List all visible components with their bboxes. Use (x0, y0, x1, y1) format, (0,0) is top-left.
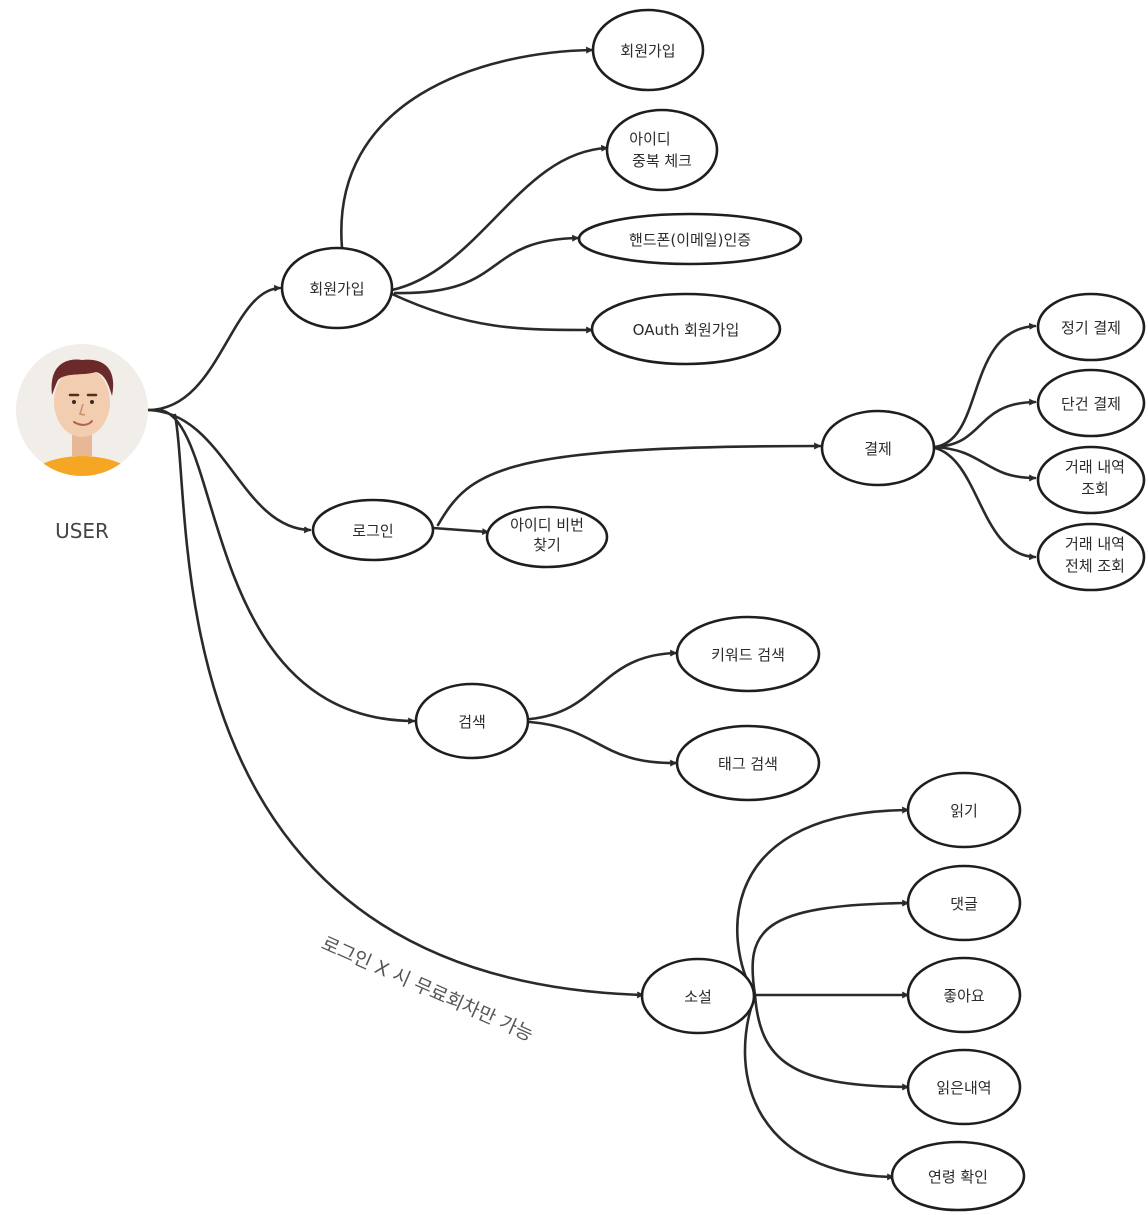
edge-pay-regular (933, 322, 1037, 449)
node-find-label-2: 찾기 (533, 536, 561, 554)
node-transaction-history: 거래 내역 조회 (1036, 445, 1146, 515)
node-search-label: 검색 (458, 713, 486, 731)
node-signup: 회원가입 (591, 8, 705, 92)
edge-search-keyword (528, 649, 678, 721)
node-login: 로그인 (311, 498, 435, 562)
edge-login-find (431, 526, 490, 536)
node-signup-main-label: 회원가입 (309, 280, 364, 298)
node-signup-main: 회원가입 (280, 246, 394, 330)
node-keyword-search: 키워드 검색 (675, 615, 821, 693)
node-hist1-label-2: 조회 (1081, 480, 1109, 498)
edge-user-login (146, 408, 312, 534)
edge-signup-iddup (390, 144, 609, 292)
node-keyword-label: 키워드 검색 (711, 646, 785, 664)
node-novel-label: 소설 (684, 988, 712, 1006)
node-hist2-label-2: 전체 조회 (1065, 557, 1125, 575)
node-tag-search: 태그 검색 (675, 724, 821, 802)
user-label: USER (55, 519, 109, 543)
node-regular-payment: 정기 결제 (1036, 292, 1146, 362)
edge-search-tag (528, 720, 678, 767)
node-novel: 소설 (640, 957, 756, 1035)
node-read-history-label: 읽은내역 (936, 1079, 991, 1097)
edge-pay-single (933, 398, 1037, 449)
node-phone-auth-label: 핸드폰(이메일)인증 (629, 231, 751, 249)
user-avatar (16, 344, 148, 476)
edge-user-novel (173, 413, 645, 999)
node-oauth-label: OAuth 회원가입 (633, 321, 740, 339)
node-oauth-signup: OAuth 회원가입 (590, 292, 782, 366)
node-transaction-history-all: 거래 내역 전체 조회 (1036, 522, 1146, 592)
node-tag-label: 태그 검색 (718, 755, 778, 773)
node-find-id-pw: 아이디 비번 찾기 (485, 505, 609, 569)
edge-novel-age (743, 993, 895, 1181)
node-login-label: 로그인 (352, 522, 393, 540)
edge-pay-hist2 (933, 446, 1037, 561)
node-id-dup-label-2: 중복 체크 (632, 152, 692, 170)
node-payment: 결제 (820, 409, 936, 487)
edge-pay-hist1 (933, 445, 1037, 482)
node-hist1-label-1: 거래 내역 (1065, 458, 1125, 476)
edge-login-pay (436, 442, 822, 527)
node-regular-label: 정기 결제 (1061, 319, 1121, 337)
edge-novel-comment (751, 899, 910, 997)
node-age-check: 연령 확인 (890, 1140, 1026, 1212)
node-read-history: 읽은내역 (906, 1048, 1022, 1126)
edge-novel-readhist (753, 993, 910, 1091)
node-comment-label: 댓글 (950, 895, 978, 913)
hair (51, 359, 114, 396)
node-find-label-1: 아이디 비번 (510, 516, 584, 534)
node-hist2-label-1: 거래 내역 (1065, 535, 1125, 553)
face (54, 367, 110, 437)
node-signup-label: 회원가입 (620, 42, 675, 60)
edges (146, 46, 1037, 1181)
edge-user-search (158, 408, 416, 725)
edge-signup-oauth (390, 292, 594, 334)
node-age-label: 연령 확인 (928, 1168, 988, 1186)
node-like-label: 좋아요 (943, 987, 985, 1005)
node-payment-label: 결제 (864, 440, 892, 458)
node-id-dup-label-1: 아이디 (629, 130, 670, 148)
edge-signup-signup (340, 46, 594, 250)
node-single-payment: 단건 결제 (1036, 368, 1146, 438)
node-id-duplicate-check: 아이디 중복 체크 (605, 108, 719, 192)
shirt (24, 456, 140, 476)
node-read-label: 읽기 (950, 802, 978, 820)
node-like: 좋아요 (906, 956, 1022, 1034)
node-search: 검색 (414, 682, 530, 760)
edge-user-signup (146, 284, 282, 412)
edge-signup-phone (393, 234, 580, 295)
node-read: 읽기 (906, 771, 1022, 849)
node-phone-auth: 핸드폰(이메일)인증 (577, 212, 803, 266)
node-single-label: 단건 결제 (1061, 395, 1121, 413)
node-comment: 댓글 (906, 864, 1022, 942)
